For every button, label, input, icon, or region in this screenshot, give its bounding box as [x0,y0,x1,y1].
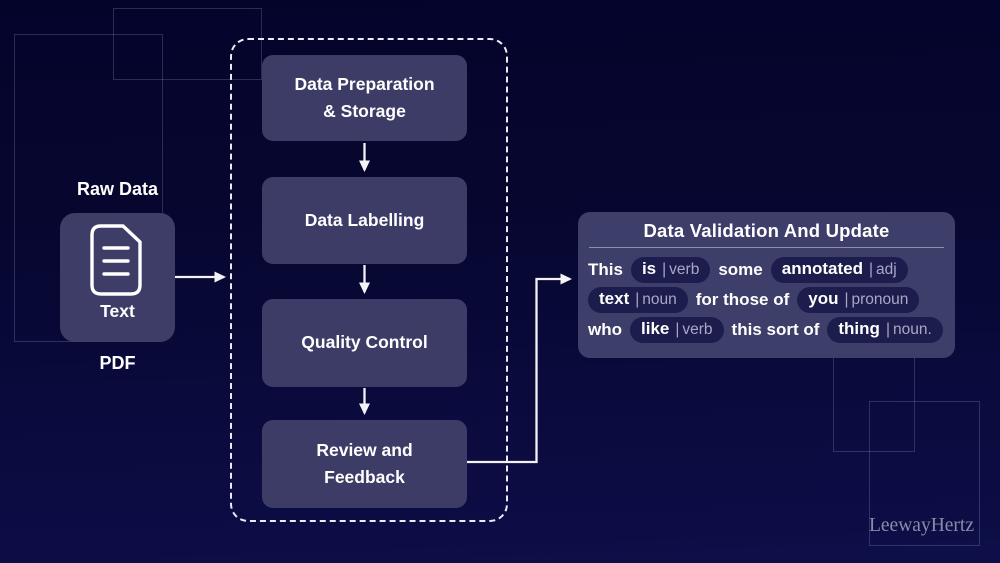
pill-tag: |noun [635,291,677,308]
pos-pill: is |verb [630,257,711,283]
pill-word: annotated [781,259,863,278]
pos-pill: text |noun [588,287,688,313]
annotated-text-area: This is |verb some annotated |adj text |… [578,248,955,345]
pill-tag: |pronoun [844,291,909,308]
pos-pill: thing |noun. [827,317,943,343]
validation-panel: Data Validation And Update This is |verb… [578,212,955,358]
pos-pill: you |pronoun [797,287,920,313]
pill-word: you [808,289,839,308]
pipeline-step-quality-control: Quality Control [262,299,467,387]
step-label: Data Labelling [304,209,425,230]
title-divider [589,247,944,248]
decorative-rectangle [869,401,980,546]
pos-pill: like |verb [630,317,724,343]
pill-tag: |adj [868,261,897,278]
pill-word: is [641,259,657,278]
token-text: some [718,260,763,279]
annotation-line: who like |verb this sort of thing |noun. [588,315,945,345]
pipeline-step-review-feedback: Review and Feedback [262,420,467,508]
pdf-format-label: PDF [99,353,136,373]
pill-tag: |noun. [885,321,932,338]
step-label: Data Preparation & Storage [294,73,435,121]
pdf-card: Text [60,213,175,342]
annotation-line: text |noun for those of you |pronoun [588,285,945,315]
token-text: this sort of [731,320,820,339]
pill-word: text [599,289,630,308]
document-type-label: Text [100,301,135,321]
token-text: This [588,260,623,279]
pill-word: like [641,319,670,338]
token-text: who [588,320,622,339]
pill-word: thing [838,319,880,338]
annotation-line: This is |verb some annotated |adj [588,255,945,285]
validation-panel-title: Data Validation And Update [643,220,890,241]
token-text: for those of [695,290,790,309]
pos-pill: annotated |adj [770,257,908,283]
raw-data-title: Raw Data [76,179,159,199]
step-label: Review and Feedback [316,439,413,487]
pipeline-step-data-labelling: Data Labelling [262,177,467,264]
step-label: Quality Control [301,332,428,353]
pill-tag: |verb [662,261,700,278]
pipeline-step-data-preparation-storage: Data Preparation & Storage [262,55,467,141]
pill-tag: |verb [675,321,713,338]
leewayhertz-watermark: LeewayHertz [868,515,974,536]
document-icon [89,224,142,296]
decorative-rectangle [113,8,262,80]
